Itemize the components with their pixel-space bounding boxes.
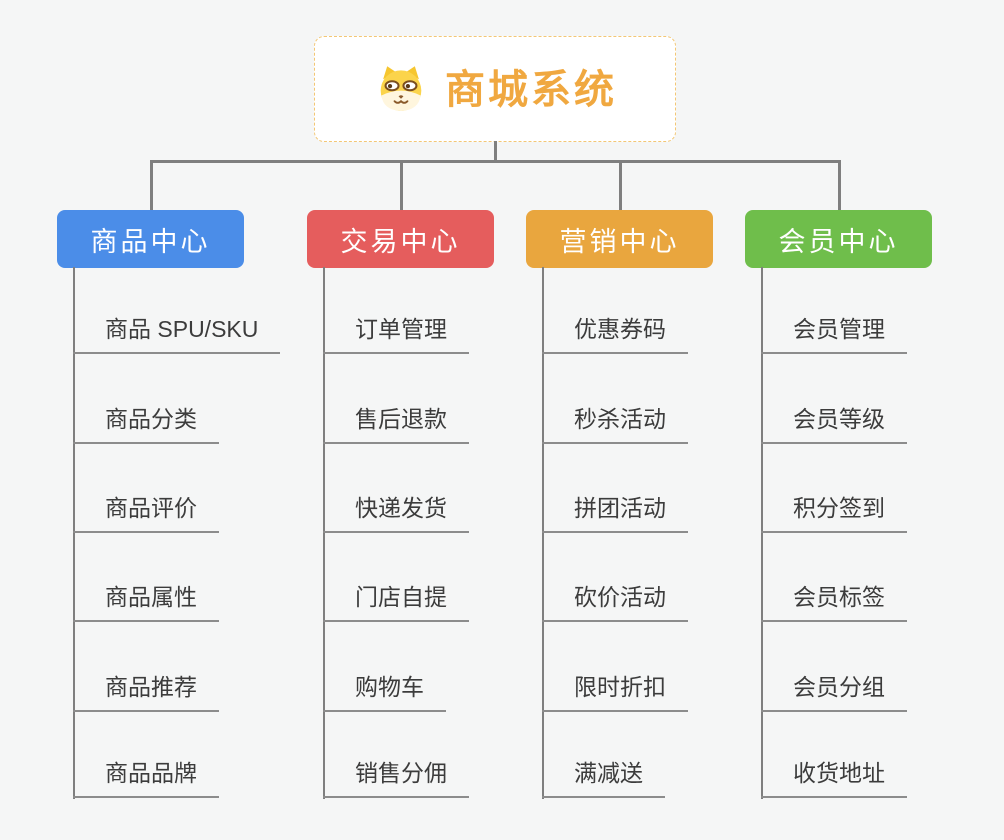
dog-face-icon — [373, 63, 429, 115]
child-item[interactable]: 销售分佣 — [323, 757, 469, 798]
branch-node[interactable]: 交易中心 — [307, 210, 494, 268]
connector-line — [837, 160, 841, 212]
child-item[interactable]: 订单管理 — [323, 313, 469, 354]
branch-spine-line — [73, 267, 75, 799]
child-item[interactable]: 商品 SPU/SKU — [73, 313, 281, 354]
child-item[interactable]: 收货地址 — [761, 757, 907, 798]
connector-line — [399, 160, 403, 212]
connector-line — [618, 160, 622, 212]
child-item[interactable]: 积分签到 — [761, 492, 907, 533]
child-item[interactable]: 拼团活动 — [542, 492, 688, 533]
branch-node[interactable]: 商品中心 — [57, 210, 244, 268]
connector-line — [149, 160, 841, 163]
child-item[interactable]: 商品属性 — [73, 581, 219, 622]
child-item[interactable]: 商品推荐 — [73, 671, 219, 712]
connector-line — [494, 141, 497, 163]
child-item[interactable]: 秒杀活动 — [542, 403, 688, 444]
child-item[interactable]: 商品分类 — [73, 403, 219, 444]
child-item[interactable]: 会员等级 — [761, 403, 907, 444]
branch-spine-line — [323, 267, 325, 799]
child-item[interactable]: 满减送 — [542, 757, 665, 798]
child-item[interactable]: 会员管理 — [761, 313, 907, 354]
branch-node[interactable]: 会员中心 — [745, 210, 932, 268]
branch-node[interactable]: 营销中心 — [526, 210, 713, 268]
child-item[interactable]: 优惠券码 — [542, 313, 688, 354]
child-item[interactable]: 会员分组 — [761, 671, 907, 712]
branch-spine-line — [542, 267, 544, 799]
connector-line — [149, 160, 153, 212]
child-item[interactable]: 商品品牌 — [73, 757, 219, 798]
child-item[interactable]: 售后退款 — [323, 403, 469, 444]
child-item[interactable]: 砍价活动 — [542, 581, 688, 622]
child-item[interactable]: 限时折扣 — [542, 671, 688, 712]
branch-spine-line — [761, 267, 763, 799]
child-item[interactable]: 快递发货 — [323, 492, 469, 533]
root-node[interactable]: 商城系统 — [314, 36, 676, 142]
child-item[interactable]: 会员标签 — [761, 581, 907, 622]
child-item[interactable]: 购物车 — [323, 671, 446, 712]
child-item[interactable]: 商品评价 — [73, 492, 219, 533]
child-item[interactable]: 门店自提 — [323, 581, 469, 622]
root-title: 商城系统 — [445, 68, 617, 112]
